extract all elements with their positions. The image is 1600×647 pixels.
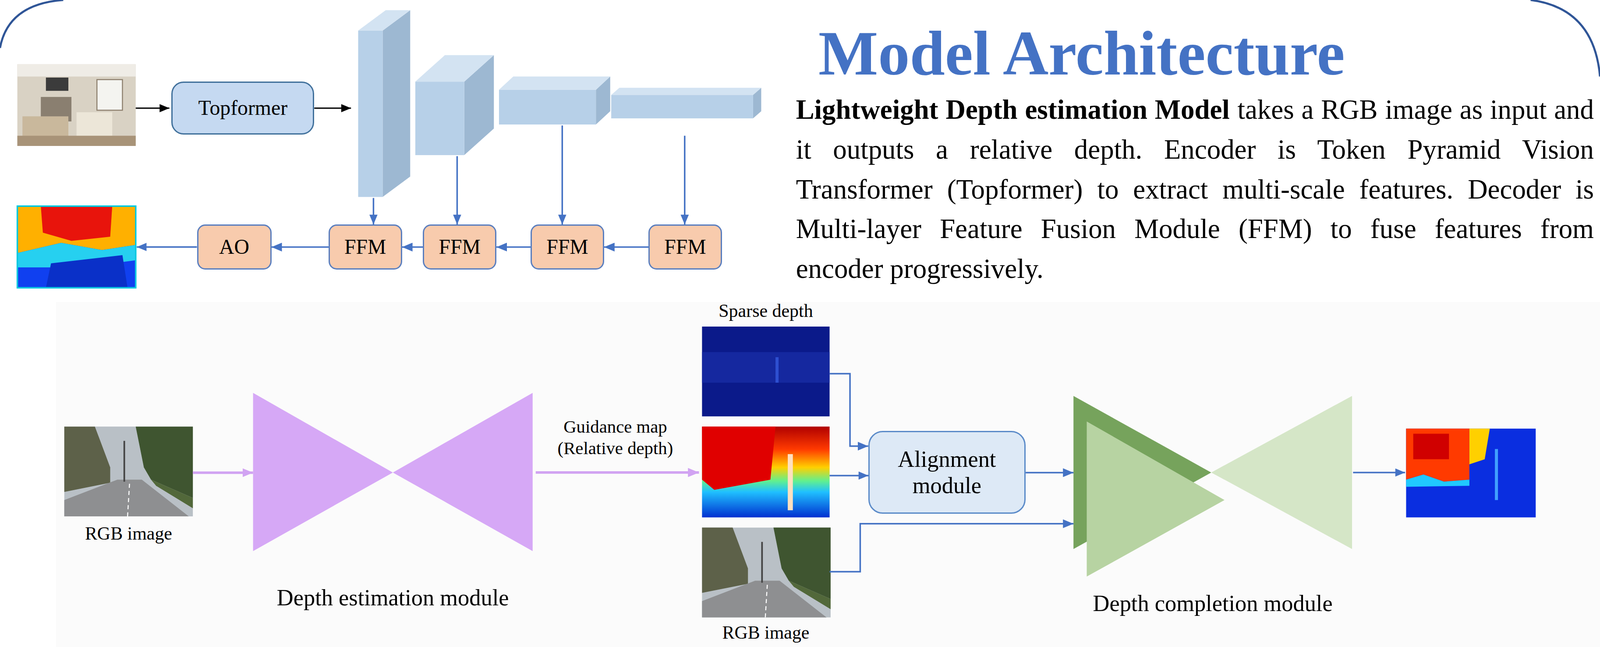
edge-label: Guidance map (Relative depth) (557, 416, 674, 458)
skip-arrow (456, 155, 458, 225)
result-arrow (1352, 471, 1406, 473)
box-label: FFM (344, 234, 387, 259)
guidance-base (701, 426, 830, 517)
depth-base (17, 205, 136, 288)
encoder-triangle (253, 392, 393, 551)
decoder-triangle (1211, 395, 1353, 549)
block-front (611, 95, 754, 119)
box-label: Topformer (198, 95, 288, 121)
box-label: Alignment module (879, 445, 1015, 499)
image-node: RGB image (701, 527, 830, 643)
depth-region (1413, 433, 1450, 459)
sparse-points (775, 357, 779, 383)
box-label: FFM (438, 234, 481, 259)
caption-label: Depth estimation module (276, 584, 510, 611)
fusion-box: FFM (648, 224, 723, 270)
connector-arrow (1025, 471, 1074, 474)
output-arrow (136, 246, 197, 248)
photo-chair (76, 112, 113, 137)
image-border (17, 205, 136, 288)
connector-arrow (829, 523, 1074, 572)
skip-arrow (561, 125, 563, 225)
image-node: Sparse depth (701, 300, 830, 417)
connector-arrow (604, 246, 649, 248)
caption-label: RGB image (722, 621, 810, 643)
box-label: AO (219, 234, 250, 259)
depth-pole (1494, 448, 1498, 500)
connector-arrow (192, 470, 253, 474)
sparse-base (701, 326, 830, 417)
module-shape: Depth estimation module (253, 392, 533, 611)
feature-arrow (314, 107, 351, 109)
description-lead: Lightweight Depth estimation Model (796, 94, 1230, 125)
diagram-title: Model Architecture (818, 21, 1346, 85)
depth-region (46, 254, 128, 288)
encoder-box: Topformer (171, 81, 315, 135)
depth-region (1405, 428, 1470, 482)
input-arrow (135, 107, 170, 109)
frame-arc (0, 0, 64, 48)
head-box: AO (197, 224, 272, 270)
connector-arrow (496, 246, 531, 248)
guidance-to-alignment-arrow (829, 474, 869, 476)
block-top (415, 55, 494, 82)
box-label: FFM (664, 234, 707, 259)
photo-tv (46, 77, 69, 91)
edge-label-box: Guidance map (Relative depth) (543, 416, 687, 460)
frame-arc (1530, 0, 1600, 77)
caption-label: Sparse depth (718, 300, 813, 322)
photo-wall (17, 64, 136, 146)
encoder-triangle (1086, 421, 1225, 577)
block-front (499, 89, 596, 125)
connector-arrow (402, 246, 424, 248)
photo-ceiling (17, 64, 136, 77)
completed-depth-image (1405, 428, 1536, 518)
block-front (415, 81, 465, 156)
depth-base (1405, 428, 1536, 518)
process-box: Alignment module (868, 430, 1026, 514)
guidance-arrow (535, 470, 700, 474)
guidance-region (701, 426, 776, 490)
description-paragraph: Lightweight Depth estimation Modeltakes … (796, 89, 1594, 289)
block-side (382, 10, 411, 197)
photo-sofa (22, 116, 69, 137)
caption-label: Depth completion module (1093, 589, 1333, 616)
depth-region (1469, 428, 1491, 464)
box-label: FFM (546, 234, 589, 259)
skip-arrow (683, 135, 686, 225)
block-front (358, 30, 383, 197)
connector-arrow (271, 246, 329, 248)
rgb-photo (701, 527, 831, 618)
sparse-depth-image (701, 326, 830, 417)
depth-output-image (17, 205, 136, 288)
connector-arrow (829, 373, 869, 446)
depth-region (40, 205, 113, 241)
sparse-band (701, 351, 830, 383)
fusion-box: FFM (530, 224, 605, 270)
rgb-photo (64, 426, 193, 517)
block-top (499, 76, 611, 90)
image-node: RGB image (64, 426, 193, 545)
room-photo (17, 64, 136, 146)
skip-arrow (372, 198, 375, 225)
guidance-pole (787, 453, 793, 510)
block-top (611, 87, 762, 95)
guidance-image (701, 426, 830, 517)
decoder-triangle (392, 392, 533, 551)
photo-window (96, 79, 123, 111)
caption-label: RGB image (84, 522, 173, 544)
depth-region (1405, 474, 1470, 487)
fusion-box: FFM (328, 224, 403, 270)
figure-ground (56, 301, 1600, 647)
fusion-box: FFM (422, 224, 497, 270)
photo-floor (17, 135, 136, 146)
block-top (358, 10, 411, 31)
module-shape: Depth completion module (1073, 396, 1353, 617)
feature-map-blocks (358, 10, 762, 197)
